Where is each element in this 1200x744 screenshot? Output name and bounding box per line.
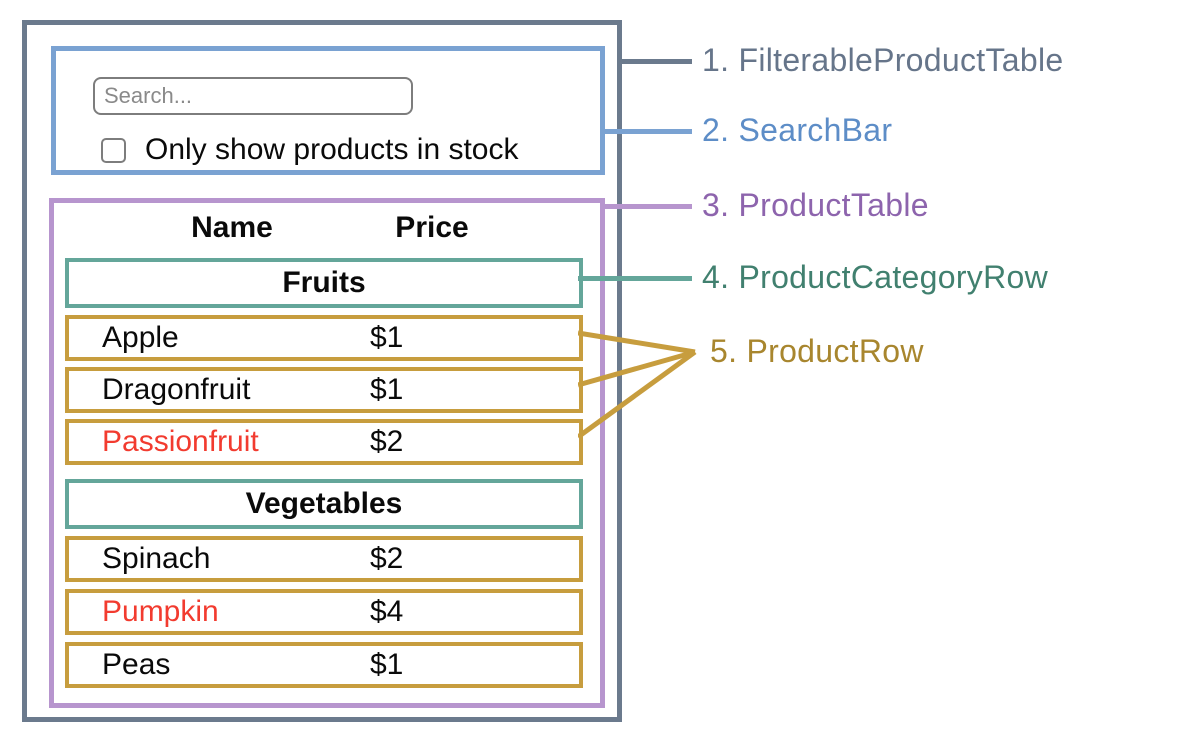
product-name: Dragonfruit — [102, 373, 251, 406]
product-price: $2 — [370, 425, 404, 458]
legend-item-filterable-product-table: 1. FilterableProductTable — [702, 42, 1064, 78]
search-bar-box: Only show products in stock — [51, 46, 605, 175]
legend-item-search-bar: 2. SearchBar — [702, 112, 893, 148]
column-header-name: Name — [191, 211, 273, 244]
legend-item-product-row: 5. ProductRow — [710, 333, 924, 369]
connector-product-table — [600, 204, 692, 209]
product-row: Peas $1 — [65, 642, 583, 688]
column-header-price: Price — [395, 211, 469, 244]
connector-search-bar — [600, 129, 692, 134]
product-price: $2 — [370, 542, 404, 575]
product-row: Dragonfruit $1 — [65, 367, 583, 413]
product-price: $1 — [370, 648, 404, 681]
connector-product-category-row — [578, 276, 692, 281]
product-row: Passionfruit $2 — [65, 419, 583, 465]
legend-item-product-category-row: 4. ProductCategoryRow — [702, 259, 1049, 295]
product-table-box: Name Price Fruits Apple $1 Dragonfruit $… — [49, 198, 605, 708]
product-name-out-of-stock: Pumpkin — [102, 595, 219, 628]
in-stock-checkbox[interactable] — [101, 137, 126, 163]
product-row: Spinach $2 — [65, 536, 583, 582]
product-name-out-of-stock: Passionfruit — [102, 425, 259, 458]
connector-product-rows — [578, 330, 697, 440]
in-stock-label: Only show products in stock — [145, 133, 519, 166]
in-stock-filter-row: Only show products in stock — [101, 133, 519, 166]
product-price: $1 — [370, 321, 404, 354]
product-price: $1 — [370, 373, 404, 406]
product-name: Spinach — [102, 542, 211, 575]
legend-item-product-table: 3. ProductTable — [702, 187, 929, 223]
product-row: Apple $1 — [65, 315, 583, 361]
product-name: Apple — [102, 321, 179, 354]
product-name: Peas — [102, 648, 171, 681]
connector-filterable-product-table — [622, 59, 692, 64]
search-input[interactable] — [93, 77, 413, 115]
filterable-product-table-box: Only show products in stock Name Price F… — [22, 20, 622, 722]
product-price: $4 — [370, 595, 404, 628]
product-row: Pumpkin $4 — [65, 589, 583, 635]
product-category-row-vegetables: Vegetables — [65, 479, 583, 529]
product-category-row-fruits: Fruits — [65, 258, 583, 308]
